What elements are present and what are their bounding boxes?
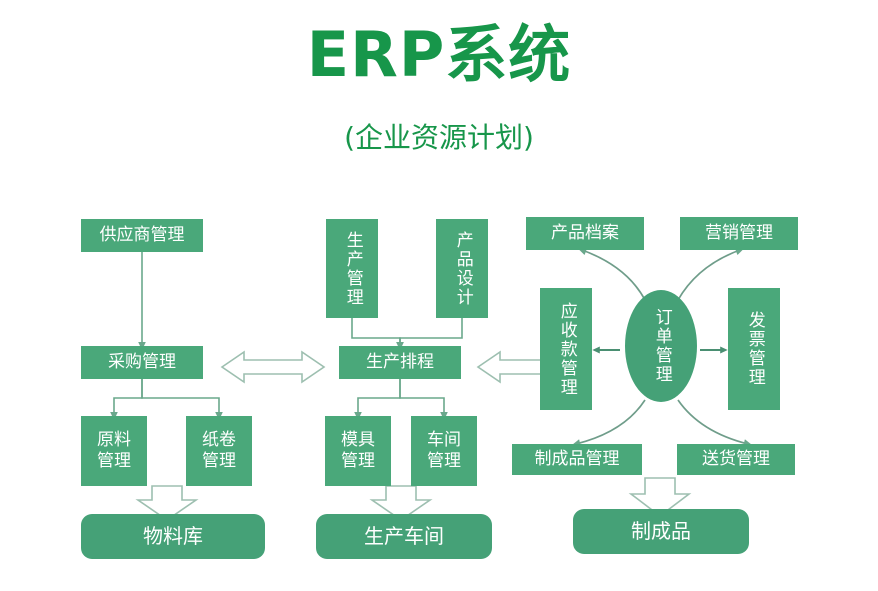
node-product-design[interactable]: 产品设计	[436, 219, 488, 318]
node-finished-goods[interactable]: 制成品	[573, 509, 749, 554]
node-label: 订单管理	[651, 308, 672, 384]
node-label-line1: 纸卷	[202, 429, 236, 450]
page-subtitle: (企业资源计划)	[344, 121, 534, 154]
node-label: 送货管理	[702, 448, 770, 469]
node-production-schedule[interactable]: 生产排程	[339, 346, 461, 379]
node-label: 制成品管理	[534, 448, 620, 469]
node-production-mgmt[interactable]: 生产管理	[326, 219, 378, 318]
node-paper-roll-mgmt[interactable]: 纸卷 管理	[186, 416, 252, 486]
node-label-line2: 管理	[427, 451, 461, 471]
node-label-line2: 管理	[202, 451, 236, 471]
node-raw-material-mgmt[interactable]: 原料 管理	[81, 416, 147, 486]
node-invoice-mgmt[interactable]: 发票管理	[728, 288, 780, 410]
node-delivery-mgmt[interactable]: 送货管理	[677, 444, 795, 475]
node-label: 生产管理	[342, 230, 363, 307]
node-label-line2: 管理	[97, 451, 131, 471]
node-label: 营销管理	[705, 222, 773, 243]
node-product-archive[interactable]: 产品档案	[526, 217, 644, 250]
node-material-warehouse[interactable]: 物料库	[81, 514, 265, 559]
node-mold-mgmt[interactable]: 模具 管理	[325, 416, 391, 486]
node-finished-goods-mgmt[interactable]: 制成品管理	[512, 444, 642, 475]
node-label: 采购管理	[108, 351, 176, 372]
node-label: 产品档案	[551, 222, 619, 243]
node-label: 应收款管理	[556, 301, 577, 397]
node-label: 生产车间	[364, 524, 444, 548]
page-title: ERP系统	[306, 18, 572, 91]
node-label-line1: 原料	[97, 429, 131, 450]
node-label-line1: 车间	[427, 429, 461, 450]
node-purchase-mgmt[interactable]: 采购管理	[81, 346, 203, 379]
node-order-mgmt[interactable]: 订单管理	[625, 290, 697, 402]
node-receivables-mgmt[interactable]: 应收款管理	[540, 288, 592, 410]
node-label: 生产排程	[366, 351, 434, 372]
node-label: 发票管理	[744, 311, 765, 387]
node-workshop-mgmt[interactable]: 车间 管理	[411, 416, 477, 486]
node-production-workshop[interactable]: 生产车间	[316, 514, 492, 559]
node-label: 制成品	[631, 519, 691, 543]
node-label: 产品设计	[452, 230, 473, 307]
node-label-line1: 模具	[341, 429, 375, 450]
node-label-line2: 管理	[341, 451, 375, 471]
node-label: 物料库	[143, 524, 203, 548]
node-supplier-mgmt[interactable]: 供应商管理	[81, 219, 203, 252]
node-label: 供应商管理	[99, 224, 185, 245]
node-marketing-mgmt[interactable]: 营销管理	[680, 217, 798, 250]
